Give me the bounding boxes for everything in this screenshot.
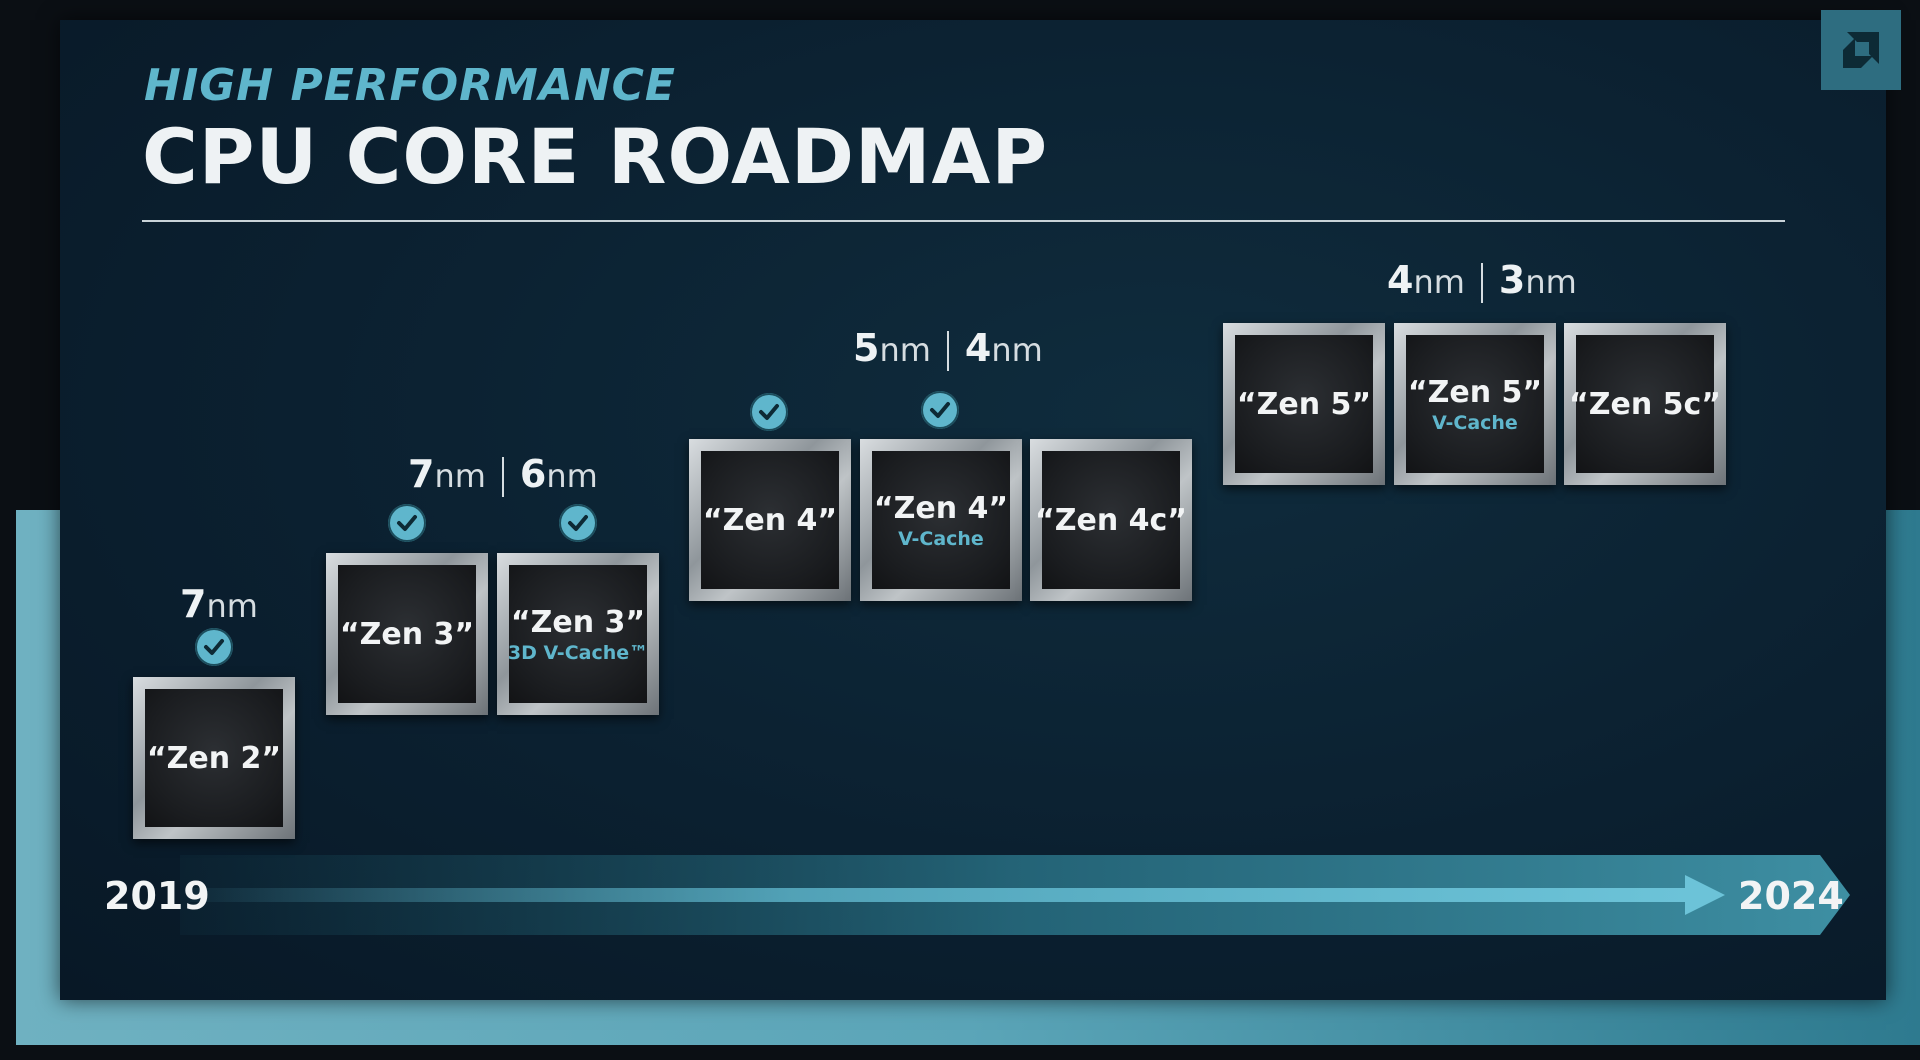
title-divider [142,220,1785,222]
node-separator [946,330,949,371]
chip-name: “Zen 5” [1236,386,1372,422]
chip-zen4c: “Zen 4c” [1030,439,1192,601]
chip-name: “Zen 4c” [1035,502,1187,538]
chip-variant: 3D V-Cache™ [507,641,649,664]
timeline-end-year: 2024 [1738,874,1844,918]
check-circle-icon [388,504,426,542]
chip-zen5c: “Zen 5c” [1564,323,1726,485]
chip-name: “Zen 5c” [1569,386,1721,422]
chip-zen4-vcache: “Zen 4” V-Cache [860,439,1022,601]
chip-zen4: “Zen 4” [689,439,851,601]
chip-die: “Zen 5” [1235,335,1373,473]
chip-name: “Zen 3” [510,604,646,640]
chip-variant: V-Cache [898,527,984,550]
chip-name: “Zen 4” [873,490,1009,526]
timeline-start-year: 2019 [104,874,210,918]
chip-die: “Zen 4” [701,451,839,589]
check-circle-icon [750,393,788,431]
chip-name: “Zen 2” [146,740,282,776]
slide-title: CPU CORE ROADMAP [142,112,1049,201]
chip-die: “Zen 3” 3D V-Cache™ [507,565,649,703]
node-separator [1480,262,1483,303]
chip-name: “Zen 3” [339,616,475,652]
chip-variant: V-Cache [1432,411,1518,434]
chip-die: “Zen 5” V-Cache [1406,335,1544,473]
chip-zen5-vcache: “Zen 5” V-Cache [1394,323,1556,485]
chip-zen5: “Zen 5” [1223,323,1385,485]
chip-die: “Zen 2” [145,689,283,827]
check-circle-icon [559,504,597,542]
node-label-zen2: 7nm [180,582,258,626]
chip-zen3: “Zen 3” [326,553,488,715]
chip-die: “Zen 4c” [1035,451,1187,589]
node-separator [501,456,504,497]
chip-name: “Zen 5” [1407,374,1543,410]
chip-zen3-3d-vcache: “Zen 3” 3D V-Cache™ [497,553,659,715]
timeline-arrow [180,855,1850,935]
chip-name: “Zen 4” [702,502,838,538]
check-circle-icon [921,391,959,429]
chip-die: “Zen 4” V-Cache [872,451,1010,589]
chip-die: “Zen 5c” [1569,335,1721,473]
check-circle-icon [195,628,233,666]
chip-die: “Zen 3” [338,565,476,703]
chip-zen2: “Zen 2” [133,677,295,839]
amd-logo-icon [1821,10,1901,90]
slide-subtitle: HIGH PERFORMANCE [144,60,676,111]
